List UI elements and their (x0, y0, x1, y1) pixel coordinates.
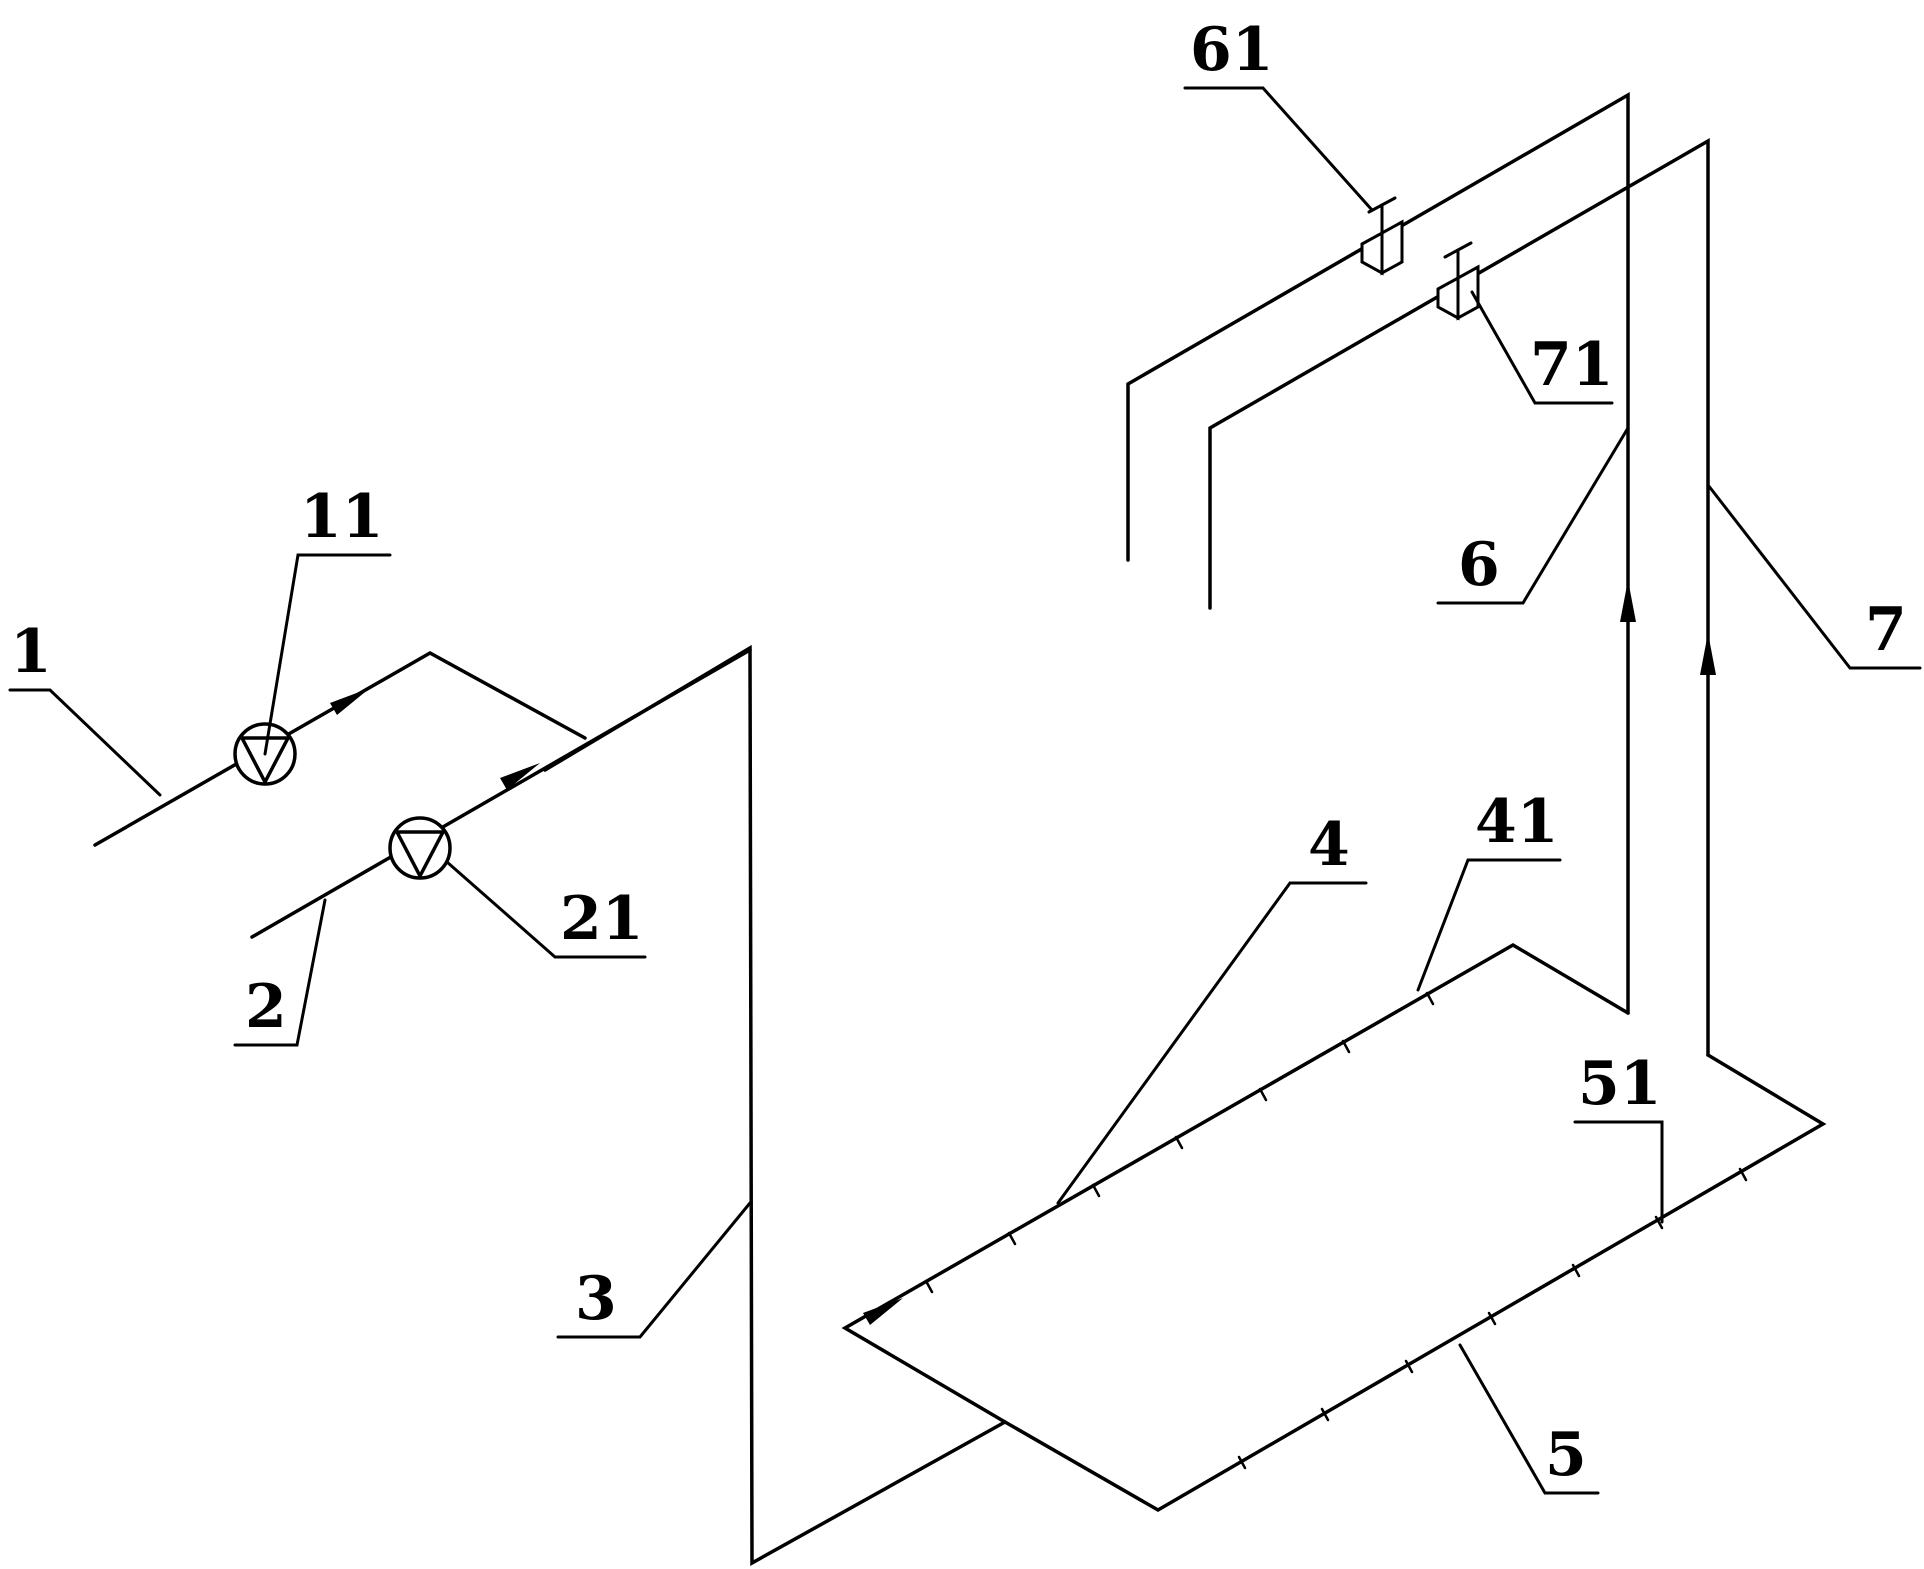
tick (1425, 991, 1435, 1006)
tick (1738, 1167, 1748, 1182)
leader-51 (1573, 1120, 1664, 1224)
label-21: 21 (560, 884, 644, 954)
tick (1174, 1135, 1184, 1150)
pump-21-icon (388, 816, 452, 880)
label-5: 5 (1545, 1420, 1587, 1490)
label-11: 11 (300, 482, 384, 552)
tick (1487, 1311, 1497, 1326)
tick (1404, 1359, 1414, 1374)
leader-6 (1436, 426, 1630, 605)
tick (1258, 1087, 1268, 1102)
leader-4 (1056, 881, 1368, 1205)
pipe-1 (93, 650, 587, 847)
label-71: 71 (1530, 330, 1614, 400)
label-6: 6 (1458, 530, 1500, 600)
pipe-5 (1003, 1053, 1827, 1513)
leader-71 (1470, 290, 1614, 405)
flow-arrow-pipe-7 (1700, 633, 1716, 675)
tick (1237, 1455, 1247, 1470)
pipe-4 (841, 942, 1630, 1424)
leader-61 (1183, 86, 1374, 212)
manifold-4-ticks (924, 991, 1435, 1294)
tick (1341, 1039, 1351, 1054)
leader-1 (8, 688, 162, 797)
label-51: 51 (1578, 1049, 1662, 1119)
pipe-3 (543, 644, 1007, 1566)
leader-41 (1416, 858, 1562, 992)
tick (1007, 1231, 1017, 1246)
label-7: 7 (1865, 595, 1907, 665)
tick (924, 1279, 934, 1294)
flow-arrow-pipe-3 (863, 1298, 903, 1325)
leader-3 (556, 1201, 752, 1339)
label-4: 4 (1308, 810, 1350, 880)
valve-61-icon (1360, 196, 1404, 276)
label-41: 41 (1475, 787, 1559, 857)
label-1: 1 (10, 617, 52, 687)
label-61: 61 (1190, 15, 1274, 85)
leader-2 (233, 898, 327, 1047)
leader-5 (1458, 1343, 1600, 1495)
flow-arrow-pipe-6 (1620, 580, 1636, 622)
tick (1091, 1183, 1101, 1198)
tick (1654, 1215, 1664, 1230)
tick (1320, 1407, 1330, 1422)
leader-7 (1706, 483, 1922, 670)
flow-arrow-pipe-2 (500, 763, 540, 790)
leader-lines (8, 86, 1922, 1495)
tick (1571, 1263, 1581, 1278)
leader-21 (445, 860, 647, 959)
valve-71-icon (1436, 241, 1480, 321)
label-3: 3 (575, 1264, 617, 1334)
label-2: 2 (245, 972, 287, 1042)
manifold-5-ticks (1237, 1167, 1748, 1470)
flow-arrow-pipe-1 (330, 688, 370, 715)
leader-11 (263, 553, 392, 756)
